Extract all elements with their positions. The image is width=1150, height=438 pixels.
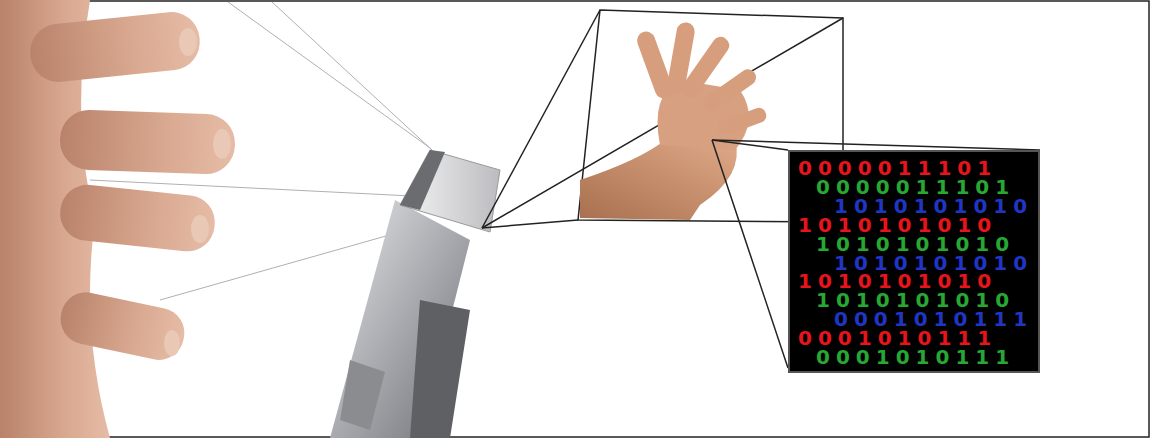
device-grip: [410, 300, 470, 438]
scanner-device: [330, 150, 500, 438]
scan-ray: [272, 2, 432, 150]
device-body: [330, 200, 470, 438]
finger: [56, 288, 189, 365]
binary-line: 0001010111: [816, 347, 1015, 367]
fingernail: [164, 330, 180, 356]
zoom-line: [712, 140, 1040, 150]
hand-photo: [580, 21, 768, 220]
finger: [716, 106, 768, 137]
fingernail: [213, 129, 231, 159]
binary-line: 0000011101: [816, 177, 1015, 197]
binary-line: 1010101010: [798, 215, 997, 235]
device-lens: [400, 150, 445, 210]
device-head: [400, 150, 500, 232]
binary-line: 0001010111: [798, 328, 997, 348]
fingernail: [191, 215, 209, 243]
zoom-line: [482, 220, 578, 228]
zoom-lines: [712, 140, 1040, 368]
binary-line: 1010101010: [816, 234, 1015, 254]
finger: [27, 9, 202, 84]
zoom-line: [712, 140, 788, 368]
binary-line: 1010101010: [798, 271, 997, 291]
binary-line: 0001010111: [834, 309, 1033, 329]
fingernail: [179, 28, 197, 56]
scan-ray: [228, 2, 430, 148]
finger: [59, 109, 236, 175]
hand: [0, 0, 236, 438]
binary-line: 0000011101: [798, 158, 997, 178]
binary-line: 1010101010: [816, 290, 1015, 310]
wrist: [580, 140, 737, 220]
binary-line: 1010101010: [834, 253, 1033, 273]
binary-code-box: 0000011101000001110110101010101010101010…: [788, 150, 1040, 373]
finger: [57, 182, 217, 254]
device-button: [340, 360, 385, 430]
binary-line: 1010101010: [834, 196, 1033, 216]
finger: [701, 66, 759, 114]
